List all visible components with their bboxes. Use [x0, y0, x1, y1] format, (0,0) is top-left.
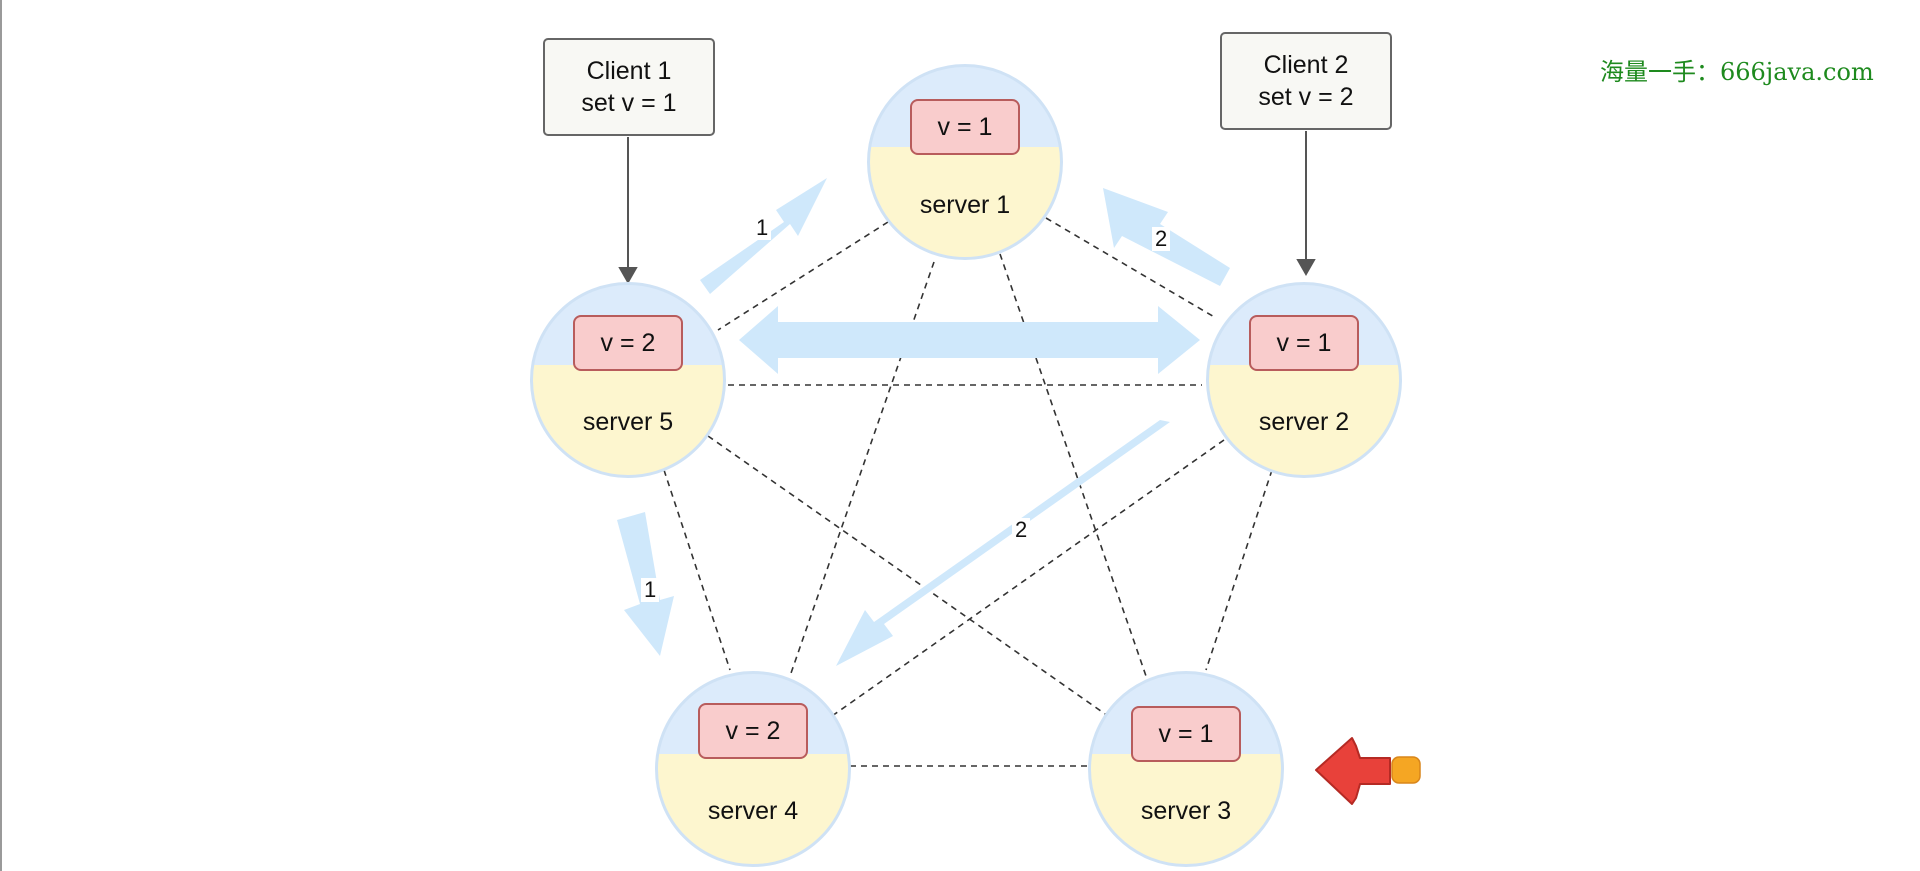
server-4-value: v = 2: [698, 703, 808, 759]
client-1-command: set v = 1: [581, 89, 677, 117]
server-1-node: v = 1 server 1: [867, 64, 1063, 260]
server-2-node: v = 1 server 2: [1206, 282, 1402, 478]
server-5-label: server 5: [582, 408, 674, 436]
client-1-box: Client 1 set v = 1: [543, 38, 715, 136]
server-3-value: v = 1: [1131, 706, 1241, 762]
server-3-label: server 3: [1140, 797, 1232, 825]
propagation-arrow-s2-s4: [836, 420, 1170, 666]
watermark-text: 海量一手：666java.com: [1600, 58, 1874, 86]
client2-request-arrowhead: [1296, 259, 1316, 277]
server-2-label: server 2: [1258, 408, 1350, 436]
propagation-arrow-s5-s2: [739, 306, 1200, 374]
pointer-dot: [1391, 756, 1421, 784]
client-2-box: Client 2 set v = 2: [1220, 32, 1392, 130]
server-4-label: server 4: [707, 797, 799, 825]
client-2-command: set v = 2: [1258, 83, 1354, 111]
server-3-node: v = 1 server 3: [1088, 671, 1284, 867]
left-border: [0, 0, 2, 871]
pointer-arrow-icon: [1315, 737, 1421, 805]
server-5-node: v = 2 server 5: [530, 282, 726, 478]
server-4-node: v = 2 server 4: [655, 671, 851, 867]
pointer-arrow-shape: [1315, 737, 1391, 805]
link-s2-s3: [1205, 469, 1273, 671]
propagation-arrow-s5-s1: [700, 178, 827, 294]
label-s2-to-s4: 2: [1012, 518, 1031, 542]
client-1-name: Client 1: [586, 57, 672, 85]
client1-request-arrowhead: [618, 267, 638, 285]
link-s5-s3: [707, 435, 1109, 717]
client-2-name: Client 2: [1263, 51, 1349, 79]
server-1-label: server 1: [919, 191, 1011, 219]
server-2-value: v = 1: [1249, 315, 1359, 371]
label-s5-to-s4: 1: [641, 578, 660, 602]
link-s5-s4: [663, 469, 731, 671]
label-s5-to-s1: 1: [753, 216, 772, 240]
link-s2-s4: [831, 439, 1225, 717]
label-s2-to-s1: 2: [1152, 227, 1171, 251]
link-s1-s5: [717, 221, 889, 331]
server-1-value: v = 1: [910, 99, 1020, 155]
server-5-value: v = 2: [573, 315, 683, 371]
link-s1-s3: [999, 253, 1147, 677]
link-s1-s4: [789, 261, 935, 677]
